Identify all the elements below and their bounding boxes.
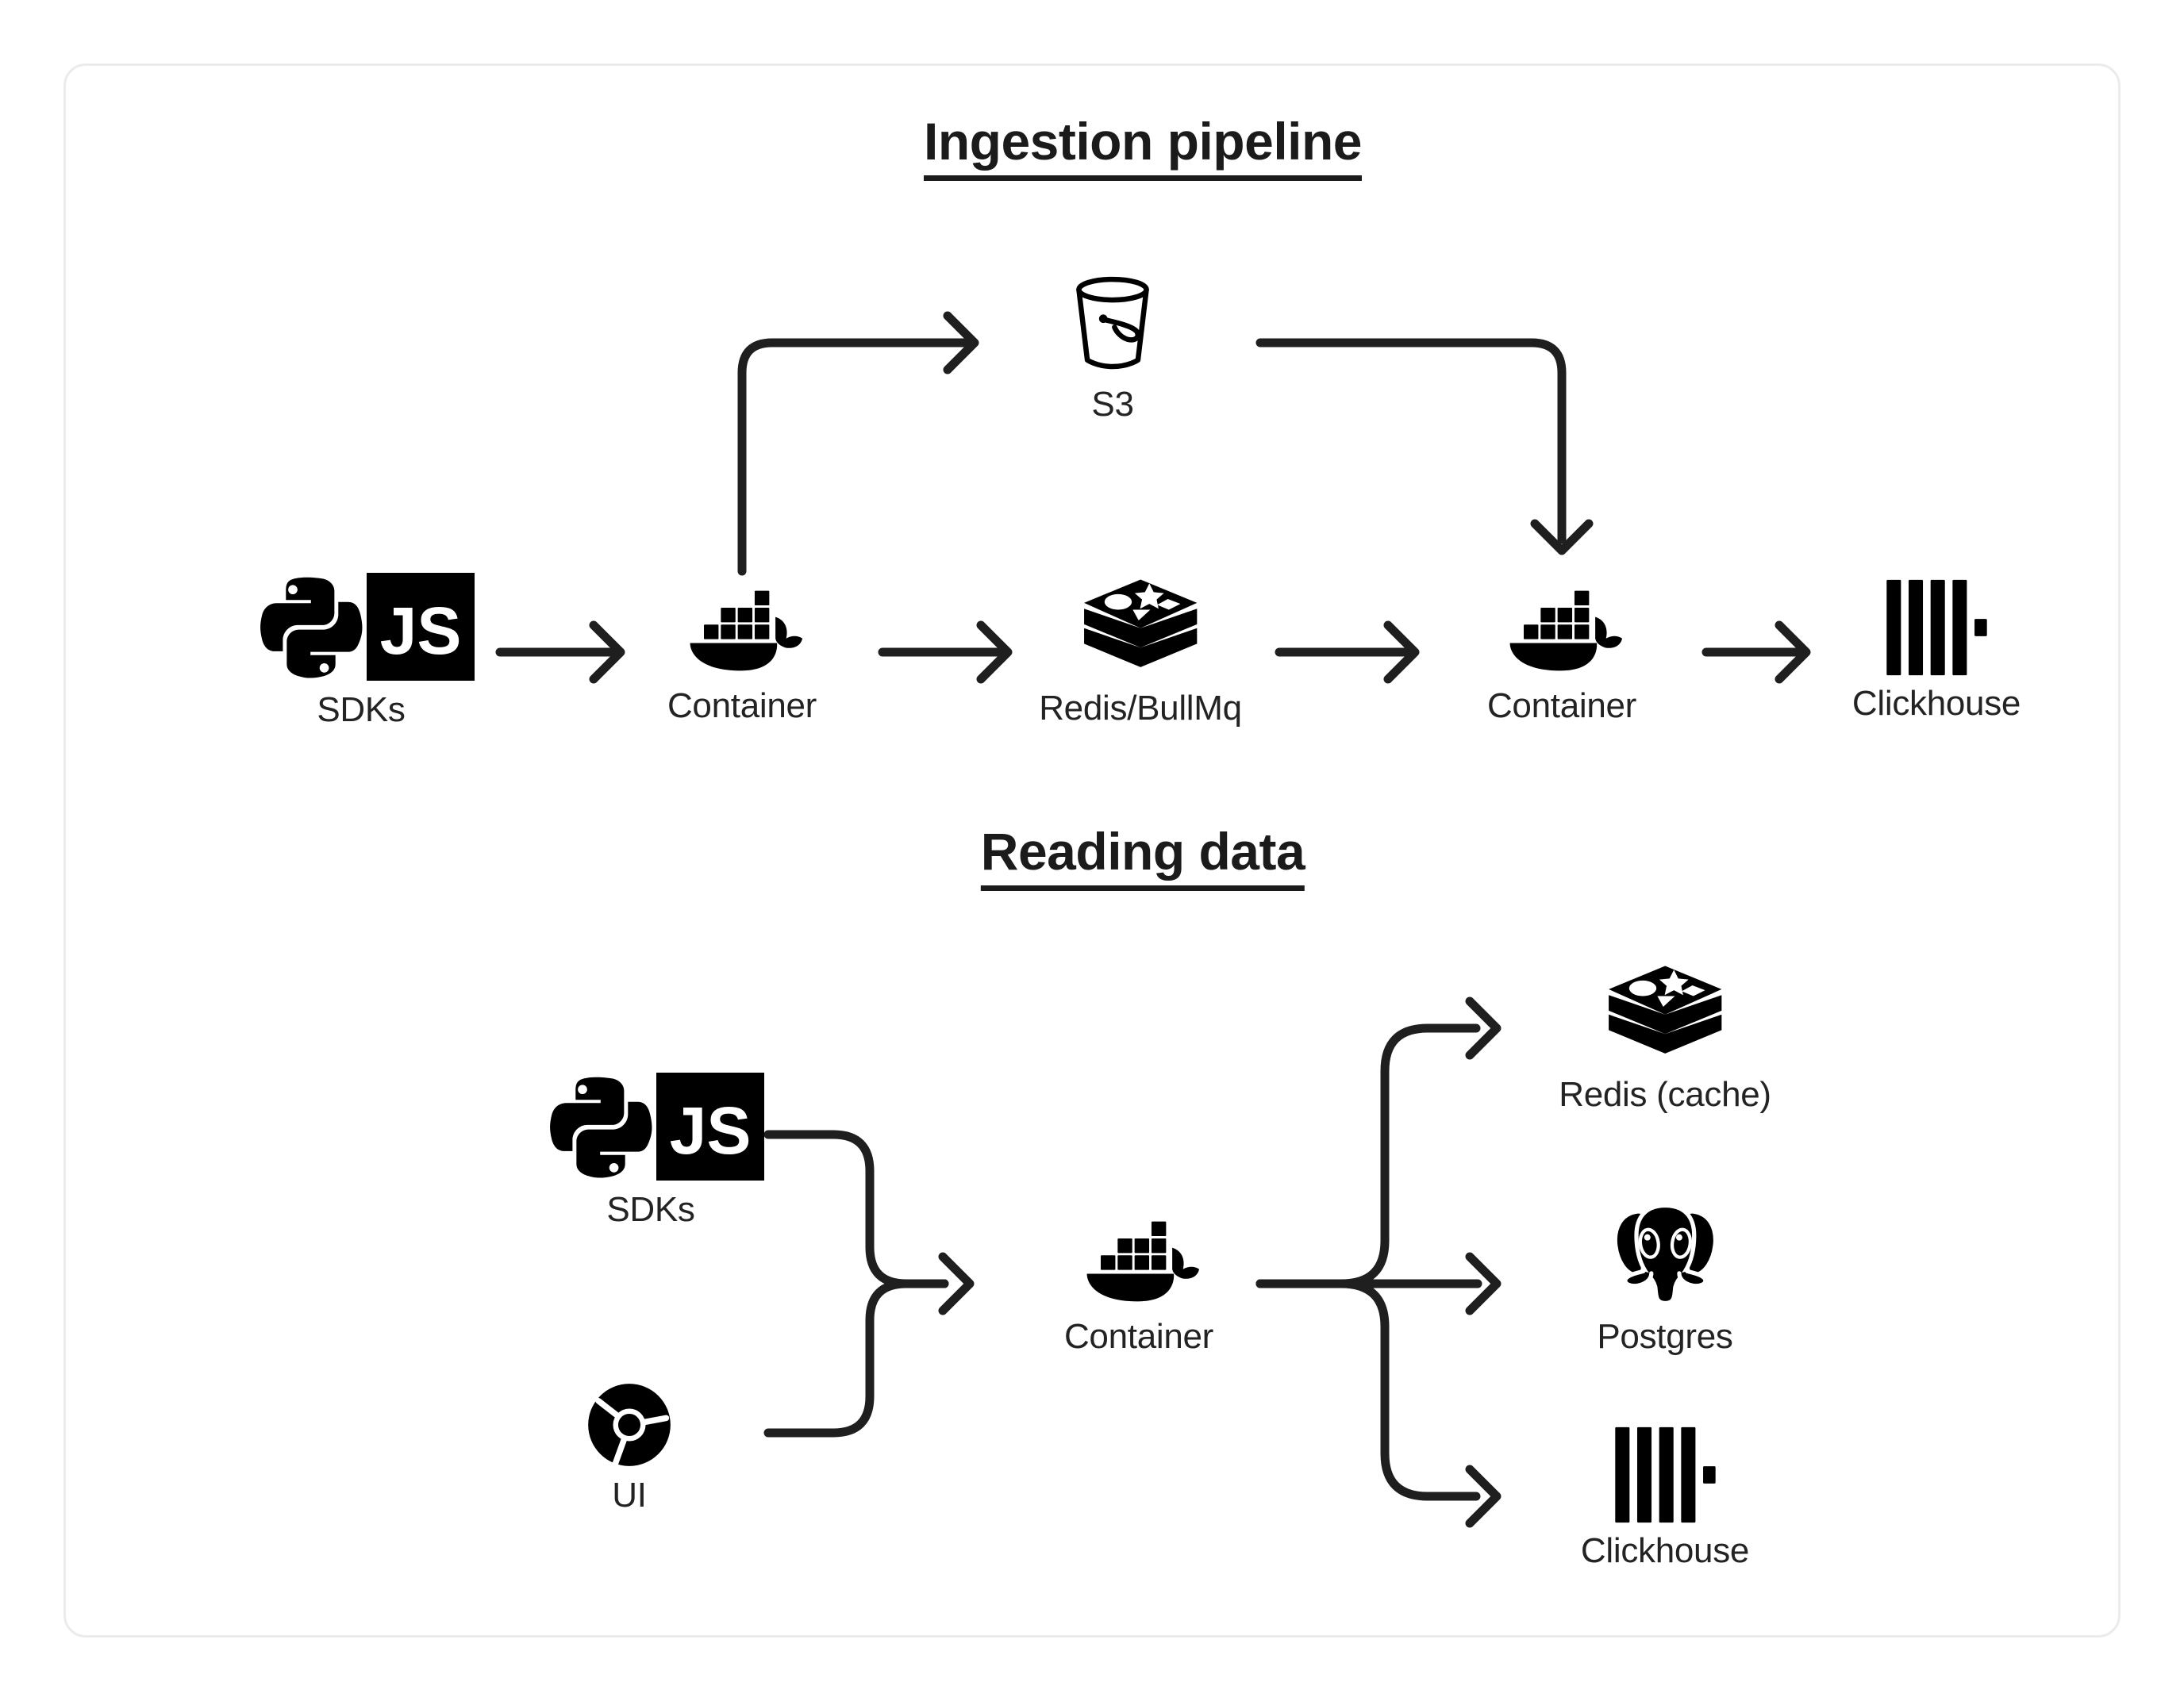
node-sdks-reading[interactable]: JS SDKs	[537, 1067, 764, 1229]
node-label: Container	[1486, 686, 1637, 725]
node-label: Redis/BullMq	[1039, 689, 1242, 728]
javascript-logo-icon: JS	[656, 1073, 764, 1181]
python-logo-icon	[550, 1077, 652, 1178]
node-postgres[interactable]: Postgres	[1597, 1200, 1733, 1356]
diagram-card	[63, 63, 2121, 1638]
chrome-browser-icon	[588, 1384, 671, 1469]
node-clickhouse-reading[interactable]: Clickhouse	[1581, 1426, 1749, 1570]
node-ui[interactable]: UI	[586, 1382, 672, 1515]
node-label: Clickhouse	[1580, 1531, 1750, 1570]
node-container-reading[interactable]: Container	[1064, 1214, 1213, 1356]
node-label: Redis (cache)	[1559, 1075, 1771, 1114]
node-label: Container	[1063, 1317, 1214, 1356]
node-clickhouse-ingestion[interactable]: Clickhouse	[1852, 579, 2021, 723]
docker-whale-icon	[690, 590, 802, 671]
node-label: S3	[1091, 385, 1134, 424]
s3-bucket-icon	[1076, 276, 1149, 370]
node-redis-cache[interactable]: Redis (cache)	[1559, 964, 1771, 1114]
node-container-ingestion-2[interactable]: Container	[1487, 583, 1636, 725]
javascript-logo-icon: JS	[367, 573, 475, 681]
python-logo-icon	[260, 577, 363, 678]
node-container-ingestion-1[interactable]: Container	[667, 583, 817, 725]
python-js-sdks-icon: JS	[248, 567, 475, 686]
postgres-elephant-icon	[1613, 1203, 1717, 1306]
node-label: UI	[612, 1476, 647, 1515]
node-label: Postgres	[1597, 1317, 1733, 1356]
redis-stack-icon	[1083, 579, 1198, 667]
node-sdks-ingestion[interactable]: JS SDKs	[248, 567, 475, 729]
redis-stack-icon	[1608, 966, 1722, 1054]
section-title-reading: Reading data	[980, 821, 1305, 891]
node-label: Container	[667, 686, 817, 725]
python-js-sdks-icon: JS	[537, 1067, 764, 1186]
node-redis-bullmq[interactable]: Redis/BullMq	[1039, 578, 1242, 728]
clickhouse-bars-icon	[1886, 579, 1987, 676]
docker-whale-icon	[1509, 590, 1622, 671]
node-label: SDKs	[317, 690, 406, 729]
clickhouse-bars-icon	[1615, 1426, 1716, 1523]
node-s3[interactable]: S3	[1065, 274, 1160, 424]
node-label: SDKs	[606, 1190, 695, 1229]
section-title-ingestion: Ingestion pipeline	[923, 111, 1363, 181]
node-label: Clickhouse	[1851, 684, 2021, 723]
docker-whale-icon	[1086, 1221, 1199, 1302]
